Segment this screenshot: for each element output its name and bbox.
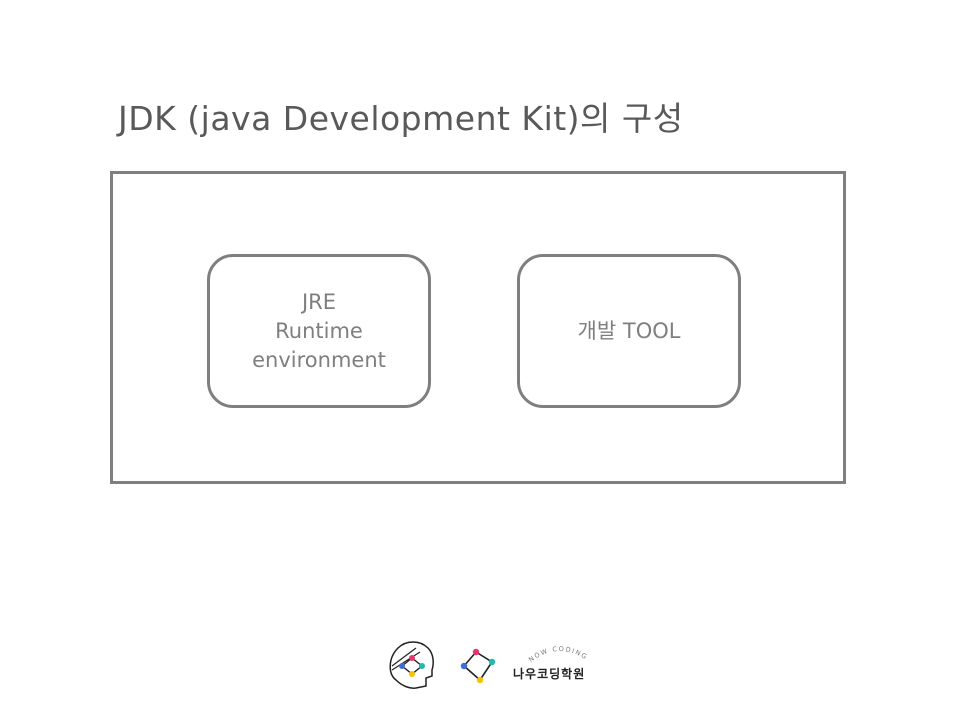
dev-tool-box: 개발 TOOL <box>517 254 741 408</box>
slide-title: JDK (java Development Kit)의 구성 <box>118 99 684 138</box>
dev-tool-label: 개발 TOOL <box>577 318 681 343</box>
jre-line-2: Runtime <box>275 318 363 343</box>
jre-line-1: JRE <box>301 289 337 314</box>
brand-arc-text: NOW CODING <box>527 645 589 664</box>
jre-box: JRE Runtime environment <box>207 254 431 408</box>
diamond-logo-icon <box>460 648 496 684</box>
svg-text:NOW CODING: NOW CODING <box>527 645 589 664</box>
head-logo-icon <box>389 641 434 689</box>
jre-line-3: environment <box>252 347 386 372</box>
footer-logo: NOW CODING 나우코딩학원 <box>386 636 606 692</box>
brand-name: 나우코딩학원 <box>513 667 586 681</box>
